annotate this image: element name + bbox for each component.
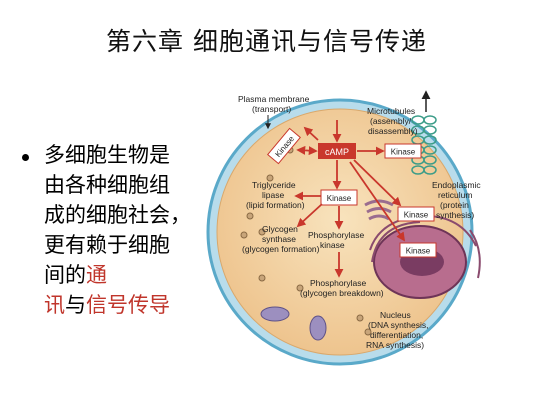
arrow-membrane-camp [296,145,318,156]
mitochondrion-icon [309,315,327,341]
kinase-box-nucleus [399,242,437,258]
arrow-camp-nucleus [349,161,406,242]
nucleus-label-4: RNA synthesis) [366,340,424,350]
phosphorylase-kinase-label-1: Phosphorylase [308,230,365,240]
kinase-box-er [397,206,435,222]
triglyceride-label-1: Triglyceride [252,180,296,190]
arrow-camp-er [353,159,402,207]
camp-box [318,143,356,159]
triglyceride-label-2: lipase [262,190,284,200]
microtubules-label-3: disassembly) [368,126,418,136]
bullet-dot [22,154,29,161]
mitochondrion-icon [260,306,290,322]
kinase-label-er: Kinase [404,211,429,220]
nucleus-label-3: differentiation, [370,330,423,340]
bullet-line-1: 多细胞生物是 [44,143,170,167]
arrow-kinase-glycogen [296,203,323,228]
er-label-1: Endoplasmic [432,180,481,190]
plasma-membrane-sublabel: (transport) [252,104,291,114]
bullet-line-5: 间的通 [44,260,224,290]
kinase-label-right: Kinase [391,148,416,157]
bullet-line-6-highlight-1: 讯 [44,293,65,317]
bullet-line-5-highlight: 通 [86,263,107,287]
nucleus-label-2: (DNA synthesis, [368,320,428,330]
phosphorylase-label-2: (glycogen breakdown) [300,288,384,298]
camp-label: cAMP [325,147,349,157]
glycogen-synthase-label-1: Glycogen [262,224,298,234]
microtubules-label-1: Microtubules [367,106,415,116]
bullet-line-5-plain: 间的 [44,263,86,287]
kinase-label-nucleus: Kinase [406,247,431,256]
bullet-line-4: 更有赖于细胞 [44,233,170,257]
kinase-box-right [384,143,422,159]
microtubules-icon [411,115,437,175]
bullet-line-2: 由各种细胞组 [44,173,170,197]
glycogen-synthase-label-2: synthase [262,234,296,244]
arrow-camp-left-up [303,126,319,141]
nucleus-label-1: Nucleus [380,310,411,320]
kinase-label-center: Kinase [327,194,352,203]
plasma-membrane-label: Plasma membrane [238,94,310,104]
bullet-text: 多细胞生物是 由各种细胞组 成的细胞社会， 更有赖于细胞 间的通 讯与信号传导 [44,140,224,320]
golgi-icon [364,199,394,221]
kinase-box-center [320,189,358,206]
triglyceride-label-3: (lipid formation) [246,200,305,210]
bullet-line-6-highlight-2: 信号传导 [86,293,170,317]
bullet-line-3: 成的细胞社会， [44,203,191,227]
er-label-3: (protein [440,200,469,210]
bullet-line-6: 讯与信号传导 [44,290,224,320]
signal-arrows [294,120,406,278]
phosphorylase-kinase-label-2: kinase [320,240,345,250]
er-label-4: synthesis) [436,210,474,220]
er-label-2: reticulum [438,190,472,200]
glycogen-synthase-label-3: (glycogen formation) [242,244,320,254]
bullet-line-6-plain: 与 [65,293,86,317]
microtubules-label-2: (assembly/ [370,116,412,126]
slide-title: 第六章 细胞通讯与信号传递 [106,27,427,56]
phosphorylase-label-1: Phosphorylase [310,278,367,288]
